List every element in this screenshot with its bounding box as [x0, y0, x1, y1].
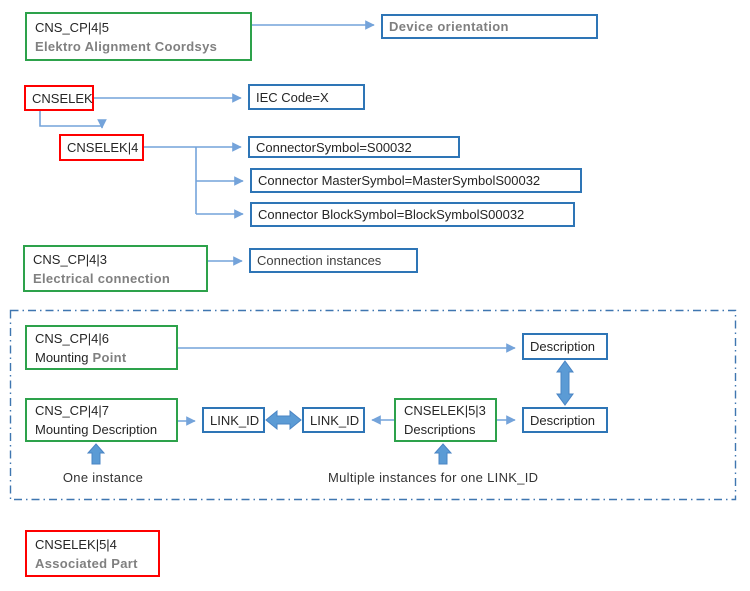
node-subtitle: Associated Part	[35, 555, 138, 571]
node-label: Device orientation	[389, 19, 509, 34]
node-subtitle: Mounting Description	[35, 422, 158, 437]
node-subtitle: Descriptions	[404, 422, 476, 437]
node-device-orientation: Device orientation	[381, 14, 598, 39]
node-label: Description	[530, 339, 596, 354]
node-subtitle: Elektro Alignment Coordsys	[35, 38, 218, 54]
node-cns-cp-4-5: CNS_CP|4|5 Elektro Alignment Coordsys	[25, 12, 252, 61]
node-label: Description	[530, 412, 596, 428]
caption-multiple-instances: Multiple instances for one LINK_ID	[328, 470, 539, 485]
node-cnselek-5-4: CNSELEK|5|4 Associated Part	[25, 530, 160, 577]
node-subtitle: Electrical connection	[33, 270, 171, 286]
node-description-bottom: Description	[522, 407, 608, 433]
node-label: ConnectorSymbol=S00032	[256, 139, 412, 155]
node-label: LINK_ID	[310, 412, 360, 428]
node-title: CNS_CP|4|6	[35, 330, 109, 346]
up-arrow-one-instance-icon	[86, 443, 106, 465]
node-title: CNS_CP|4|3	[33, 251, 107, 267]
node-connector-master-symbol: Connector MasterSymbol=MasterSymbolS0003…	[250, 168, 582, 193]
dashed-group-border	[9, 309, 737, 501]
elbow-cnselek-to-cnselek4	[39, 111, 107, 129]
double-arrow-descriptions-icon	[556, 360, 574, 406]
node-cnselek-4: CNSELEK|4	[59, 134, 144, 161]
node-title: CNS_CP|4|7	[35, 403, 109, 418]
node-connector-block-symbol: Connector BlockSymbol=BlockSymbolS00032	[250, 202, 575, 227]
node-label: LINK_ID	[210, 412, 260, 428]
double-arrow-linkid-icon	[265, 409, 302, 431]
up-arrow-multiple-instances-icon	[433, 443, 453, 465]
node-cnselek: CNSELEK	[24, 85, 94, 111]
node-label: Connector BlockSymbol=BlockSymbolS00032	[258, 207, 525, 222]
node-link-id-right: LINK_ID	[302, 407, 365, 433]
caption-one-instance: One instance	[62, 470, 144, 485]
node-subtitle-part1: Mounting	[35, 349, 89, 365]
node-title: CNSELEK|5|4	[35, 536, 117, 552]
node-connector-symbol: ConnectorSymbol=S00032	[248, 136, 460, 158]
node-iec-code: IEC Code=X	[248, 84, 365, 110]
node-link-id-left: LINK_ID	[202, 407, 265, 433]
node-cns-cp-4-7: CNS_CP|4|7 Mounting Description	[25, 398, 178, 442]
node-title: CNSELEK|5|3	[404, 403, 486, 418]
node-label: CNSELEK	[32, 90, 93, 106]
node-cns-cp-4-3: CNS_CP|4|3 Electrical connection	[23, 245, 208, 292]
node-title: CNS_CP|4|5	[35, 19, 109, 35]
node-label: Connector MasterSymbol=MasterSymbolS0003…	[258, 173, 541, 188]
node-label: CNSELEK|4	[67, 140, 139, 155]
node-label: Connection instances	[257, 253, 382, 268]
node-cnselek-5-3: CNSELEK|5|3 Descriptions	[394, 398, 497, 442]
node-description-top: Description	[522, 333, 608, 360]
node-connection-instances: Connection instances	[249, 248, 418, 273]
node-label: IEC Code=X	[256, 89, 329, 105]
node-subtitle-part2: Point	[92, 349, 127, 365]
